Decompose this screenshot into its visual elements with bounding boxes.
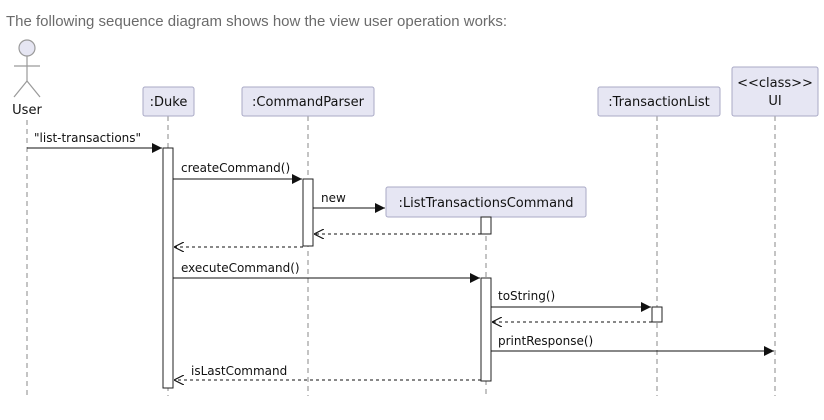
message-createcommand: createCommand() [173, 161, 302, 184]
duke-activation [162, 147, 174, 389]
participant-listtransactionscommand-label: :ListTransactionsCommand [398, 196, 573, 211]
message-list-transactions: "list-transactions" [27, 131, 162, 153]
participant-ui-box [731, 66, 819, 117]
participant-duke: :Duke [142, 86, 195, 117]
participant-commandparser-label: :CommandParser [252, 95, 365, 110]
user-actor-label: User [12, 103, 42, 118]
message-islastcommand-label: isLastCommand [191, 364, 287, 378]
user-actor-left-leg [13, 80, 28, 98]
commandparser-activation [302, 178, 314, 247]
participant-transactionlist: :TransactionList [597, 86, 721, 117]
participant-ui-stereotype: <<class>> [737, 76, 813, 91]
participant-transactionlist-label: :TransactionList [608, 95, 709, 110]
user-actor-head [18, 39, 36, 57]
message-list-transactions-label: "list-transactions" [34, 131, 141, 145]
participant-duke-box [142, 86, 195, 117]
participant-duke-label: :Duke [150, 95, 188, 110]
message-executecommand-label: executeCommand() [181, 261, 300, 275]
message-new: new [313, 191, 385, 213]
message-tostring: toString() [491, 289, 651, 312]
intro-text: The following sequence diagram shows how… [6, 13, 508, 30]
message-printresponse-label: printResponse() [498, 334, 593, 348]
participant-ui-label: UI [768, 94, 781, 109]
message-new-label: new [321, 191, 346, 205]
user-actor-right-leg [26, 80, 41, 98]
participant-commandparser: :CommandParser [241, 86, 375, 117]
user-actor: User [12, 39, 42, 118]
message-printresponse: printResponse() [491, 334, 774, 356]
message-islastcommand: isLastCommand [174, 364, 481, 380]
message-executecommand: executeCommand() [173, 261, 480, 283]
participant-ui: <<class>> UI [731, 66, 819, 117]
participant-transactionlist-box [597, 86, 721, 117]
message-createcommand-label: createCommand() [181, 161, 290, 175]
participant-listtransactionscommand: :ListTransactionsCommand [385, 186, 587, 218]
participant-commandparser-box [241, 86, 375, 117]
message-tostring-label: toString() [498, 289, 555, 303]
listtransactionscommand-activation-short [480, 216, 492, 235]
transactionlist-activation [651, 306, 663, 323]
listtransactionscommand-activation [480, 277, 492, 382]
